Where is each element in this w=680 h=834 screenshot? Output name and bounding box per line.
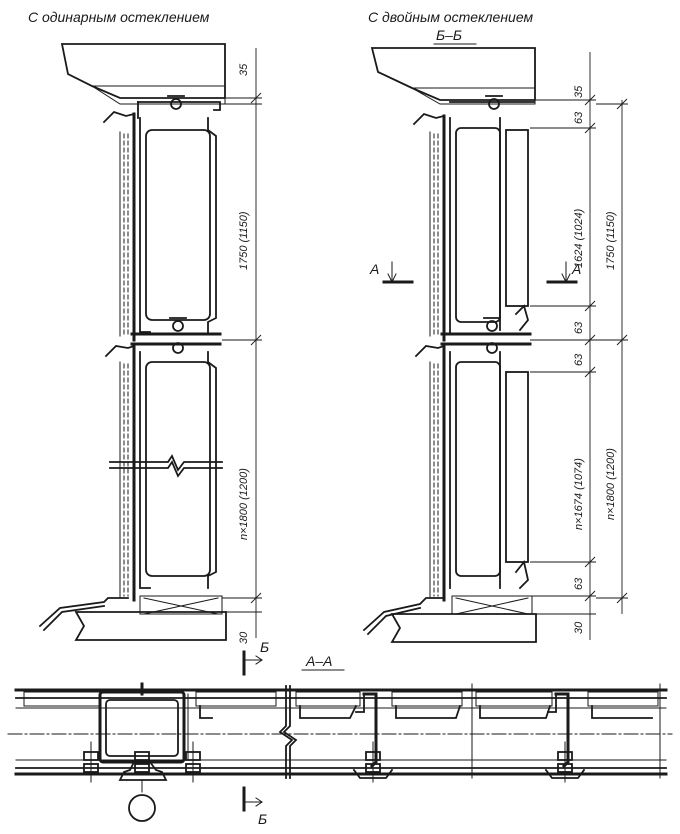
right-dim-upper-inner: 1624 (1024) [573,208,585,268]
left-section: 35 1750 (1150) n×1800 (1200) 30 [38,43,262,644]
plan-column-marker [128,794,156,822]
right-bottom-slab [390,613,537,643]
section-label-bb: Б–Б [436,27,462,43]
title-double-glazing: С двойным остеклением [368,9,533,25]
right-dim-lower-panel: n×1800 (1200) [605,448,617,520]
section-mark-a-left: А [369,261,379,277]
right-dim-upper-panel: 1750 (1150) [605,211,617,270]
right-middle-joint [414,304,532,358]
section-label-aa: А–А [305,653,332,669]
right-dim-63-mid-a: 63 [573,321,585,334]
left-lower-panel [109,344,223,602]
left-middle-joint [104,317,222,358]
right-dim-35: 35 [573,85,585,98]
left-dim-30: 30 [238,631,250,644]
left-bottom-fill [139,595,223,615]
right-dim-lower-inner: n×1674 (1074) [573,458,585,530]
title-single-glazing: С одинарным остеклением [28,9,210,25]
right-dim-63-top: 63 [573,111,585,124]
section-mark-a-right: А [571,261,581,277]
left-upper-panel [119,112,217,342]
right-dim-63-mid-b: 63 [573,353,585,366]
right-lower-panel [429,344,529,602]
plan-section-aa: А–А [7,653,673,822]
left-dim-upper: 1750 (1150) [238,211,250,270]
left-dim-35: 35 [238,63,250,76]
right-dim-63-bottom: 63 [573,577,585,590]
right-dim-30: 30 [573,621,585,634]
right-upper-panel [429,114,529,342]
left-top-slab [60,43,226,99]
left-dim-lower: n×1800 (1200) [238,468,250,540]
right-section: А А 35 63 1624 (10 [362,47,628,643]
left-bottom-slab [74,611,227,641]
right-top-slab [370,47,536,101]
section-b-marks: Б Б [242,639,269,827]
section-mark-b-bottom: Б [258,811,267,827]
section-mark-b-top: Б [260,639,269,655]
